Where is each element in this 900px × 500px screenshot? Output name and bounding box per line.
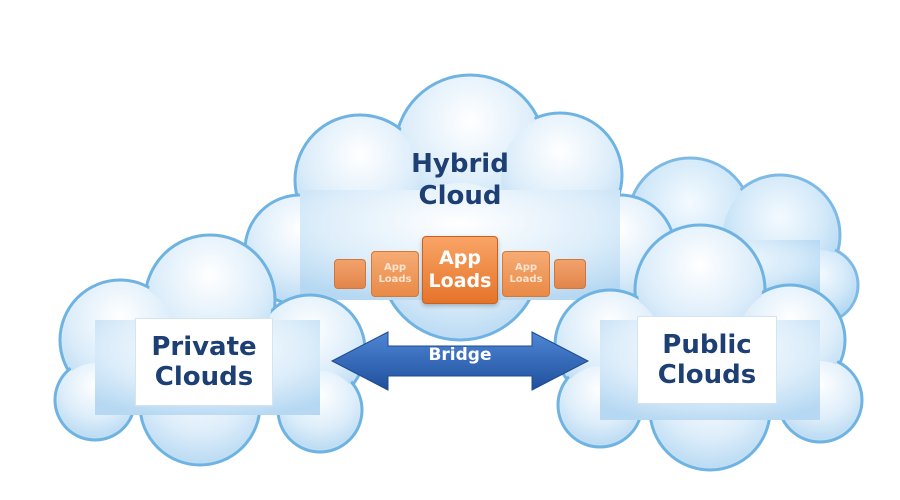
- private-clouds-label-box: Private Clouds: [135, 318, 273, 406]
- bridge-arrow: [330, 331, 590, 391]
- app-load-tile-far-left: [334, 259, 366, 289]
- app-load-tile-right: App Loads: [502, 251, 550, 297]
- bridge-label: Bridge: [428, 345, 492, 365]
- app-load-tile-left: App Loads: [371, 251, 419, 297]
- private-clouds-label: Private Clouds: [151, 332, 257, 392]
- app-load-tile-main: App Loads: [422, 236, 498, 304]
- hybrid-cloud-title: Hybrid Cloud: [411, 149, 509, 211]
- public-clouds-label-box: Public Clouds: [637, 316, 777, 404]
- app-load-tile-far-right: [554, 259, 586, 289]
- public-clouds-label: Public Clouds: [657, 330, 757, 390]
